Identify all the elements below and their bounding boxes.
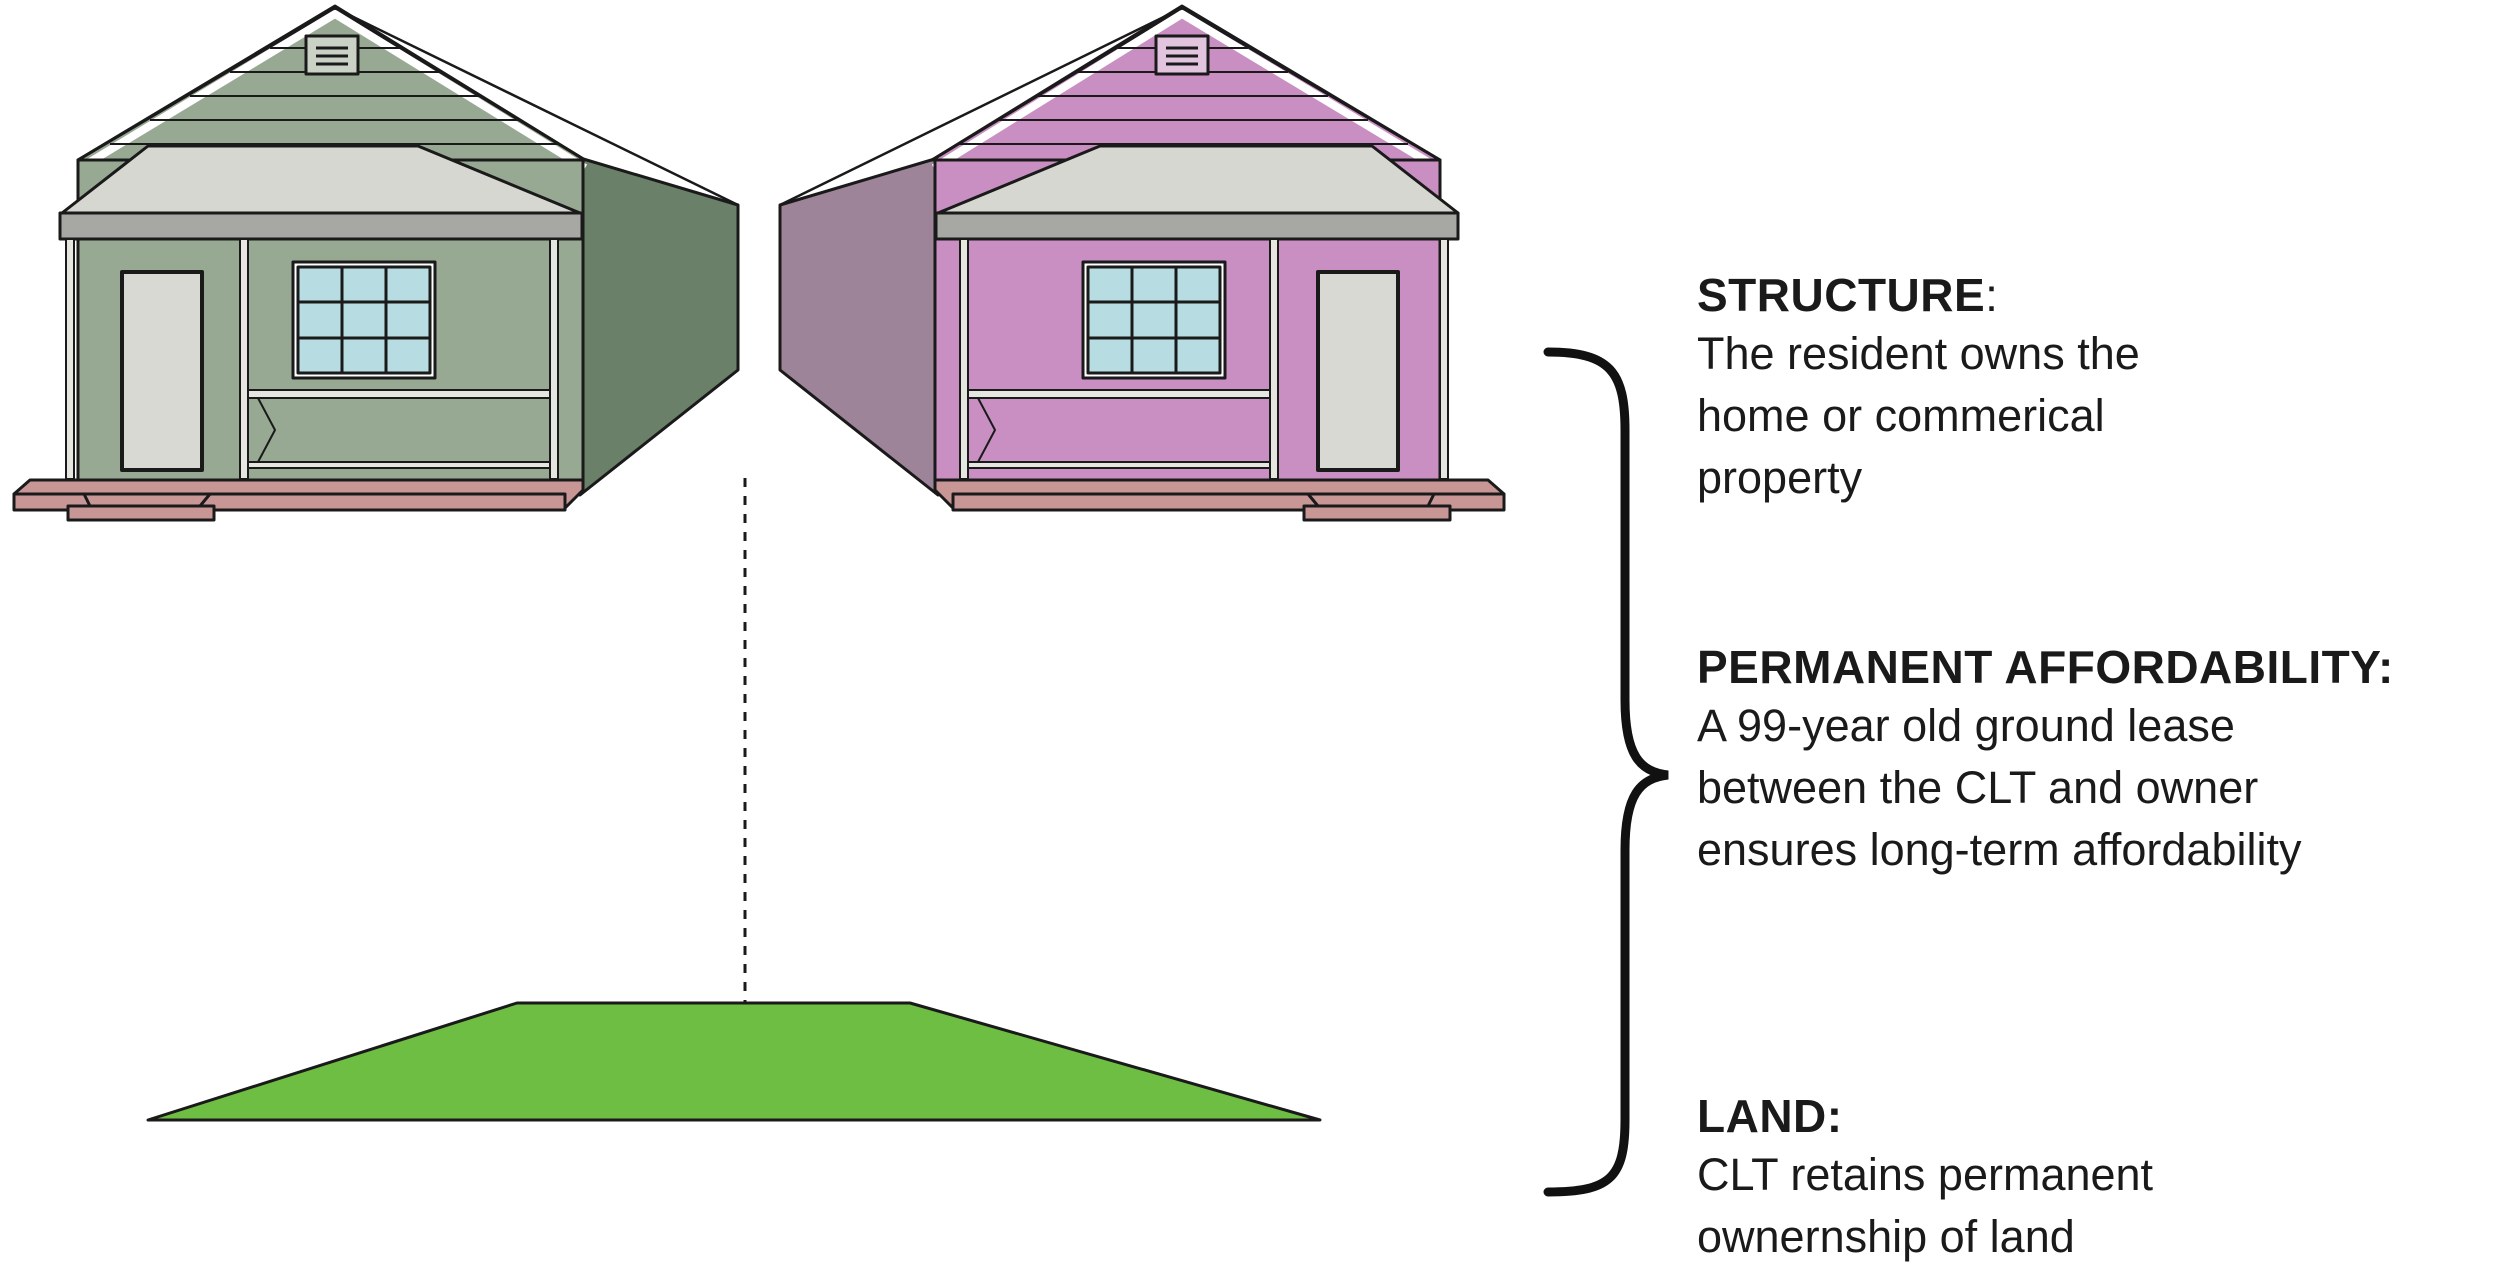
pink-house-side-wall — [778, 156, 940, 497]
pink-house — [778, 4, 1506, 522]
structure-label: STRUCTURE: The resident owns the home or… — [1697, 267, 2140, 509]
green-house-porch-railing — [247, 389, 551, 469]
land-heading: LAND: — [1697, 1090, 1843, 1142]
land-label: LAND: CLT retains permanent ownernship o… — [1697, 1088, 2153, 1268]
curly-brace — [1543, 347, 1669, 1197]
green-house-window — [291, 260, 437, 380]
structure-description: The resident owns the home or commerical… — [1697, 328, 2140, 503]
pink-house-porch-fascia — [934, 211, 1460, 241]
land-description: CLT retains permanent ownernship of land — [1697, 1149, 2154, 1262]
pink-house-door — [1316, 270, 1400, 472]
pink-house-siding — [958, 47, 1408, 145]
permanent-affordability-heading: PERMANENT AFFORDABILITY: — [1697, 641, 2394, 693]
permanent-affordability-description: A 99-year old ground lease between the C… — [1697, 700, 2302, 875]
green-house-siding — [110, 47, 560, 145]
pink-house-gable — [930, 6, 1442, 162]
green-house-roof-ridge — [334, 6, 739, 207]
green-house-side-wall — [578, 156, 740, 497]
pink-house-window — [1081, 260, 1227, 380]
structure-heading: STRUCTURE: — [1697, 269, 1999, 321]
green-house — [12, 4, 740, 522]
green-house-steps — [66, 492, 216, 522]
green-house-gable — [76, 6, 587, 162]
green-house-porch-fascia — [58, 211, 584, 241]
permanent-affordability-label: PERMANENT AFFORDABILITY: A 99-year old g… — [1697, 639, 2394, 881]
pink-house-porch-railing — [967, 389, 1271, 469]
pink-house-steps — [1302, 492, 1452, 522]
green-house-door — [120, 270, 204, 472]
structure-heading-colon: : — [1985, 269, 1999, 321]
land-parcel — [146, 1001, 1322, 1122]
pink-house-roof-ridge — [779, 6, 1183, 207]
green-house-gable-trim — [77, 10, 588, 172]
